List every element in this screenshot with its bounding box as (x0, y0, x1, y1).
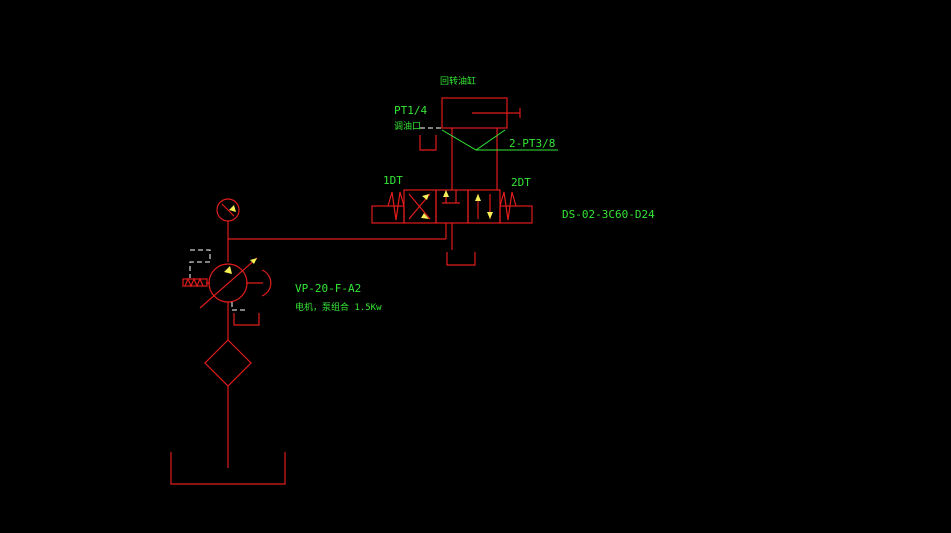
pump-model-label: VP-20-F-A2 (295, 282, 361, 295)
arrow-icon (443, 190, 449, 197)
pump-pilot-line (189, 249, 211, 278)
drain-tank (419, 135, 437, 151)
arrow-icon (229, 205, 236, 212)
port-lines (441, 129, 558, 151)
solenoid-a (371, 205, 405, 224)
arrow-icon (487, 212, 493, 219)
solenoid-b (499, 205, 533, 224)
valve-tank (446, 252, 476, 266)
pump-drive-arc (261, 269, 272, 297)
valve-box-center (435, 189, 469, 224)
schematic-lines (170, 97, 533, 485)
valve-box-right (467, 189, 501, 224)
arrow-icon (250, 258, 257, 264)
motor-pump-label: 电机，泵组合 1.5Kw (295, 301, 382, 313)
solenoid-a-label: 1DT (383, 174, 403, 187)
drain-pilot-line (231, 302, 246, 311)
cylinder-ports-label: 2-PT3/8 (509, 137, 555, 150)
pump-drain-tank (233, 313, 260, 326)
cylinder-title: 回转油缸 (440, 75, 476, 87)
arrow-icon (421, 213, 429, 219)
spring-b (499, 191, 517, 221)
arrow-icon (224, 266, 232, 274)
drain-port-label: 调油口 (394, 120, 421, 132)
port-size-label: PT1/4 (394, 104, 427, 117)
solenoid-b-label: 2DT (511, 176, 531, 189)
arrow-icon (422, 194, 429, 200)
flow-arrows (224, 190, 493, 274)
pilot-lines (189, 127, 442, 311)
suction-filter (204, 339, 252, 387)
spring-a (387, 191, 405, 221)
pump-variable-arrow (199, 257, 258, 309)
adjust-spring-housing (182, 278, 208, 287)
valve-model-label: DS-02-3C60-D24 (562, 208, 655, 221)
reservoir (170, 452, 286, 485)
arrow-icon (475, 194, 481, 201)
gauge-needle (221, 203, 235, 217)
adjust-spring (184, 277, 204, 288)
